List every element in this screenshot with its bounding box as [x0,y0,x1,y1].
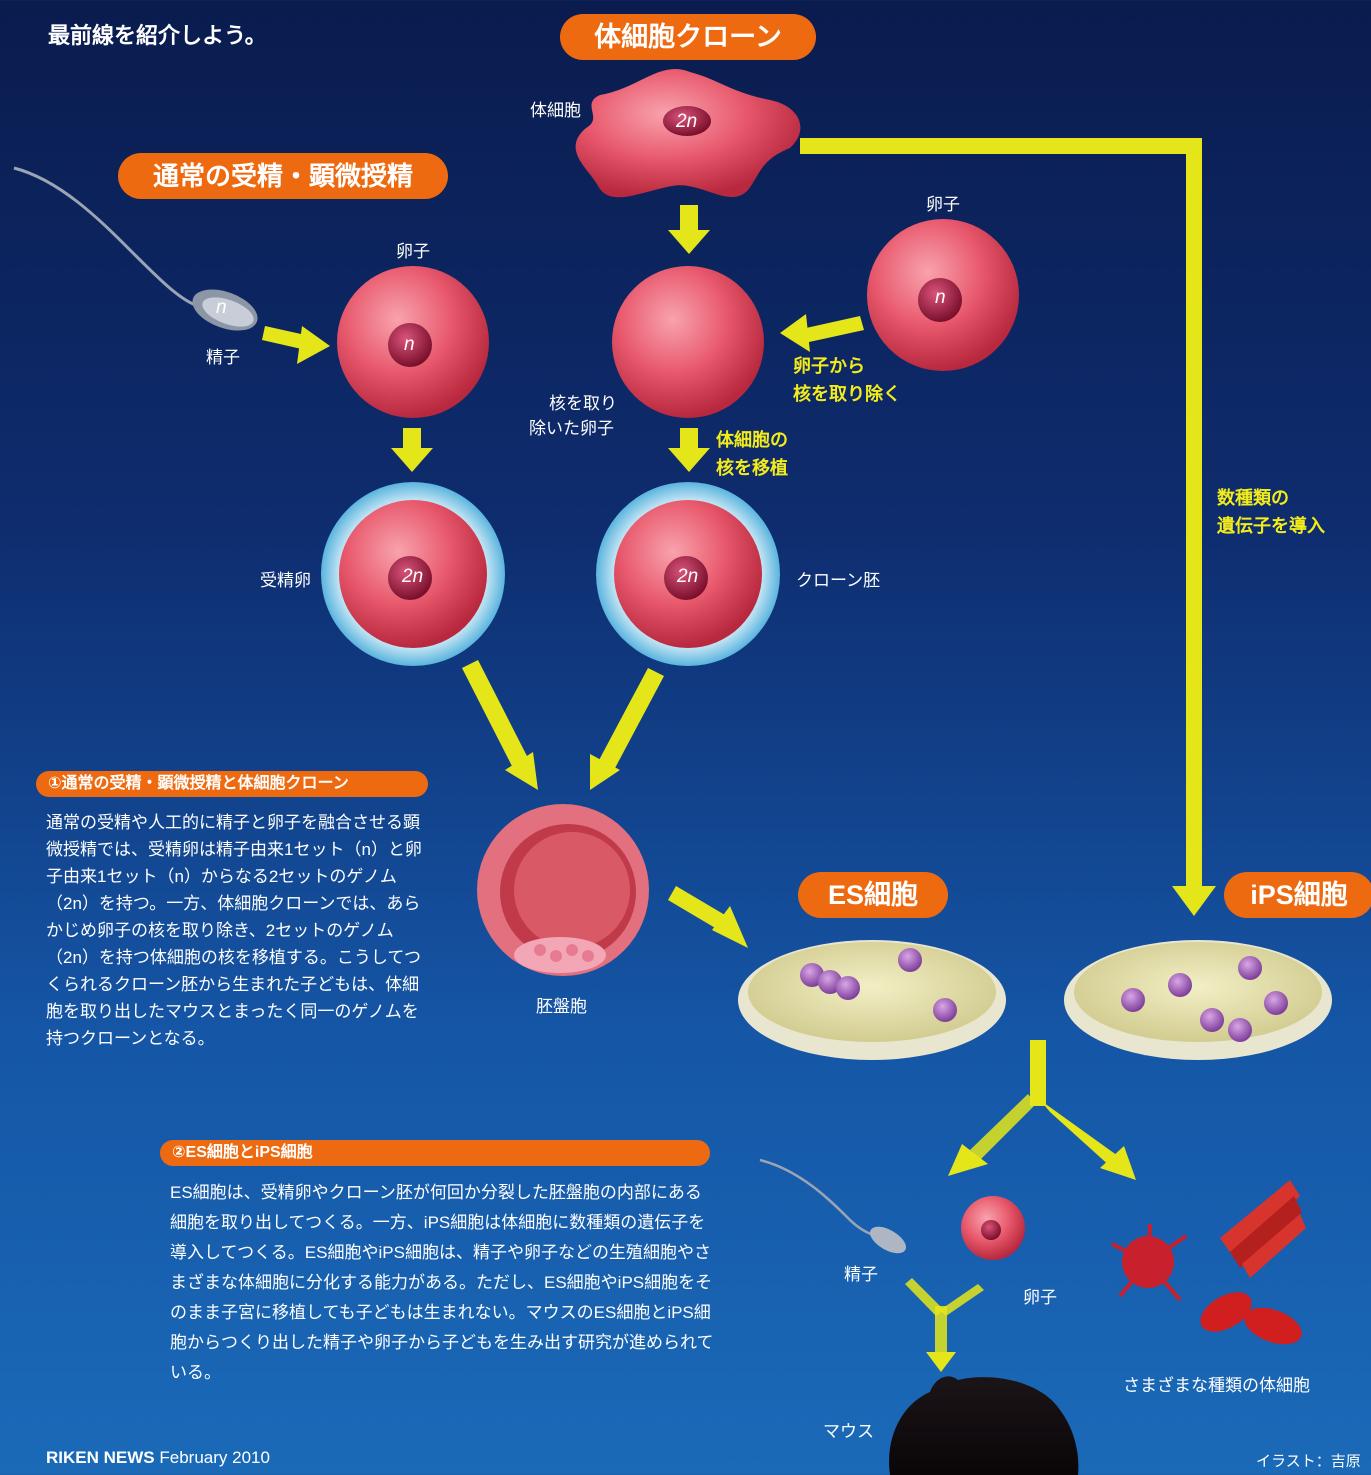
arrow-sperm-to-egg [262,326,330,364]
sperm-bottom [760,1160,910,1259]
intro-text: 最前線を紹介しよう。 [48,18,267,50]
arrow-clone-to-blastocyst [590,668,664,790]
egg-bottom-label: 卵子 [1023,1283,1057,1308]
arrow-blastocyst-to-es [668,886,748,948]
arrow-egg-to-enucleated [780,314,864,352]
ips-cell-heading: iPS細胞 [1224,872,1371,918]
sperm-left-label: 精子 [206,343,240,368]
clone-mark: 2n [677,566,698,588]
various-somatic-cells [1112,1180,1307,1351]
transplant-label-2: 核を移植 [716,456,788,480]
clone-embryo-label: クローン胚 [796,566,880,591]
footer-date: February 2010 [159,1448,270,1467]
enucleated-egg-label-1: 核を取り [549,389,617,414]
somatic-clone-heading: 体細胞クローン [560,14,816,60]
arrow-fertilized-to-blastocyst [462,660,538,790]
sperm-bottom-label: 精子 [844,1260,878,1285]
enucleated-egg-label-2: 除いた卵子 [529,414,614,439]
box1-heading: ①通常の受精・顕微授精と体細胞クローン [36,771,428,797]
somatic-cell-label: 体細胞 [530,96,581,121]
normal-fertilization-heading: 通常の受精・顕微授精 [118,153,448,199]
arrow-somatic-to-enucleated [668,205,710,254]
fertilized-egg-label: 受精卵 [260,566,311,591]
genes-label-1: 数種類の [1217,486,1289,510]
enucleated-egg [612,266,764,418]
ips-dish [1064,940,1332,1060]
fertilized-mark: 2n [402,566,423,588]
es-dish [738,940,1006,1060]
somatic-cell [576,69,801,197]
sperm-mark: n [216,297,227,319]
blastocyst-label: 胚盤胞 [536,992,587,1017]
box2-body: ES細胞は、受精卵やクローン胚が何回か分裂した胚盤胞の内部にある細胞を取り出して… [170,1178,715,1388]
illustration-credit: イラスト：吉原 [1256,1450,1361,1471]
arrow-egg-to-fertilized [391,428,433,472]
egg-top-label: 卵子 [926,190,960,215]
egg-bottom [961,1196,1025,1260]
remove-nucleus-label-2: 核を取り除く [793,382,901,406]
egg-right-mark: n [935,287,946,309]
arrow-ips-to-germ-dotted [948,1094,1036,1176]
various-somatic-label: さまざまな種類の体細胞 [1123,1371,1310,1396]
arrow-germ-to-mouse-dotted [905,1278,984,1372]
footer-news: NEWS [104,1448,155,1467]
arrow-somatic-to-ips [800,138,1216,916]
box2-heading: ②ES細胞とiPS細胞 [160,1140,710,1166]
remove-nucleus-label-1: 卵子から [793,354,865,378]
arrow-ips-branch [1030,1040,1136,1180]
transplant-label-1: 体細胞の [716,428,788,452]
genes-label-2: 遺伝子を導入 [1217,514,1325,538]
somatic-cell-mark: 2n [676,111,697,133]
blastocyst [477,804,649,976]
box1-body: 通常の受精や人工的に精子と卵子を融合させる顕微授精では、受精卵は精子由来1セット… [46,809,430,1052]
arrow-enucleated-to-clone [668,428,710,472]
footer: RIKEN NEWS February 2010 [46,1448,270,1468]
footer-brand: RIKEN [46,1448,99,1467]
mouse [889,1376,1078,1475]
egg-left-mark: n [404,334,415,356]
egg-left-label: 卵子 [396,237,430,262]
es-cell-heading: ES細胞 [798,872,948,918]
mouse-label: マウス [823,1417,874,1442]
